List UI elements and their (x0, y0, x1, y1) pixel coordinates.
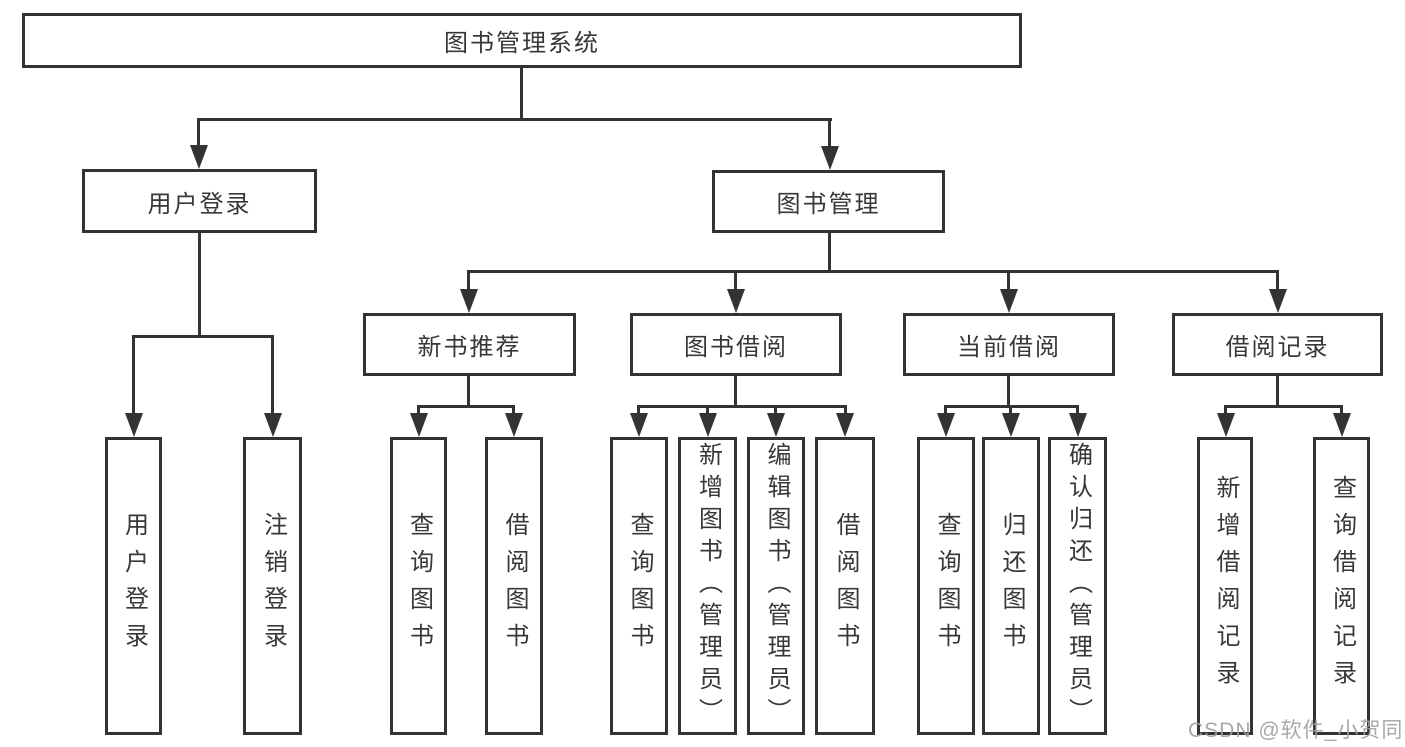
leaf-add-borrow-record: 新增借阅记录 (1197, 437, 1253, 735)
connector-line (828, 118, 831, 148)
connector-line (1224, 405, 1227, 417)
node-user-login-label: 用户登录 (147, 190, 252, 218)
arrow-down-icon (630, 413, 648, 437)
connector-line (132, 335, 135, 415)
node-current-borrow-label: 当前借阅 (957, 334, 1061, 361)
connector-line (1224, 405, 1343, 408)
arrow-down-icon (821, 146, 839, 170)
connector-line (132, 335, 274, 338)
connector-line (637, 405, 847, 408)
arrow-down-icon (190, 145, 208, 169)
arrow-down-icon (727, 289, 745, 313)
connector-line (944, 405, 947, 417)
node-book-borrow: 图书借阅 (630, 313, 842, 376)
arrow-down-icon (264, 413, 282, 437)
node-book-management-label: 图书管理 (776, 191, 881, 218)
connector-line (734, 270, 737, 292)
leaf-borrow-books-label: 借阅图书 (832, 512, 859, 660)
connector-line (1076, 405, 1079, 417)
leaf-borrow-query-books-label: 查询图书 (626, 512, 653, 660)
leaf-borrow-query-books: 查询图书 (610, 437, 668, 735)
connector-line (417, 405, 420, 417)
leaf-return-books: 归还图书 (982, 437, 1040, 735)
leaf-user-login: 用户登录 (105, 437, 162, 735)
arrow-down-icon (1333, 413, 1351, 437)
leaf-user-login-label: 用户登录 (120, 512, 148, 660)
connector-line (706, 405, 709, 417)
leaf-recommend-query-books: 查询图书 (390, 437, 447, 735)
leaf-recommend-borrow-books-label: 借阅图书 (501, 512, 528, 660)
leaf-recommend-borrow-books: 借阅图书 (485, 437, 543, 735)
connector-line (198, 233, 201, 338)
leaf-add-borrow-record-label: 新增借阅记录 (1212, 475, 1239, 697)
csdn-watermark: CSDN @软件_小贺同学 (1188, 719, 1405, 742)
leaf-edit-books-admin: 编辑图书（管理员） (747, 437, 805, 735)
node-book-borrow-label: 图书借阅 (684, 334, 788, 361)
node-new-book-recommend: 新书推荐 (363, 313, 576, 376)
leaf-recommend-query-books-label: 查询图书 (405, 512, 433, 660)
arrow-down-icon (836, 413, 854, 437)
connector-line (197, 118, 200, 148)
connector-line (734, 376, 737, 408)
leaf-current-query-books-label: 查询图书 (933, 512, 960, 660)
arrow-down-icon (1217, 413, 1235, 437)
leaf-return-books-label: 归还图书 (998, 512, 1025, 660)
leaf-logout: 注销登录 (243, 437, 302, 735)
arrow-down-icon (1000, 289, 1018, 313)
leaf-query-borrow-record: 查询借阅记录 (1313, 437, 1370, 735)
connector-line (828, 233, 831, 273)
arrow-down-icon (460, 289, 478, 313)
leaf-edit-books-admin-label: 编辑图书（管理员） (763, 442, 790, 730)
connector-line (271, 335, 274, 415)
arrow-down-icon (410, 413, 428, 437)
leaf-current-query-books: 查询图书 (917, 437, 975, 735)
connector-line (467, 376, 470, 408)
connector-line (1009, 405, 1012, 417)
arrow-down-icon (505, 413, 523, 437)
connector-line (774, 405, 777, 417)
node-user-login: 用户登录 (82, 169, 317, 233)
arrow-down-icon (937, 413, 955, 437)
node-root-label: 图书管理系统 (444, 30, 600, 57)
node-book-management: 图书管理 (712, 170, 945, 233)
connector-line (1007, 270, 1010, 292)
leaf-add-books-admin-label: 新增图书（管理员） (694, 442, 722, 730)
node-borrow-records: 借阅记录 (1172, 313, 1383, 376)
node-borrow-records-label: 借阅记录 (1225, 334, 1330, 361)
arrow-down-icon (125, 413, 143, 437)
leaf-confirm-return-admin: 确认归还（管理员） (1048, 437, 1107, 735)
arrow-down-icon (699, 413, 717, 437)
connector-line (417, 405, 515, 408)
leaf-add-books-admin: 新增图书（管理员） (678, 437, 737, 735)
node-current-borrow: 当前借阅 (903, 313, 1115, 376)
leaf-query-borrow-record-label: 查询借阅记录 (1328, 475, 1356, 697)
connector-line (1007, 376, 1010, 408)
connector-line (1340, 405, 1343, 417)
connector-line (844, 405, 847, 417)
connector-line (467, 270, 1279, 273)
connector-line (1276, 376, 1279, 408)
arrow-down-icon (1069, 413, 1087, 437)
connector-line (197, 118, 832, 121)
node-new-book-recommend-label: 新书推荐 (417, 334, 522, 361)
leaf-borrow-books: 借阅图书 (815, 437, 875, 735)
arrow-down-icon (767, 413, 785, 437)
leaf-confirm-return-admin-label: 确认归还（管理员） (1064, 442, 1092, 730)
arrow-down-icon (1269, 289, 1287, 313)
connector-line (520, 68, 523, 121)
connector-line (637, 405, 640, 417)
connector-line (1276, 270, 1279, 292)
arrow-down-icon (1002, 413, 1020, 437)
connector-line (512, 405, 515, 417)
connector-line (467, 270, 470, 292)
leaf-logout-label: 注销登录 (259, 512, 287, 660)
node-root: 图书管理系统 (22, 13, 1022, 68)
